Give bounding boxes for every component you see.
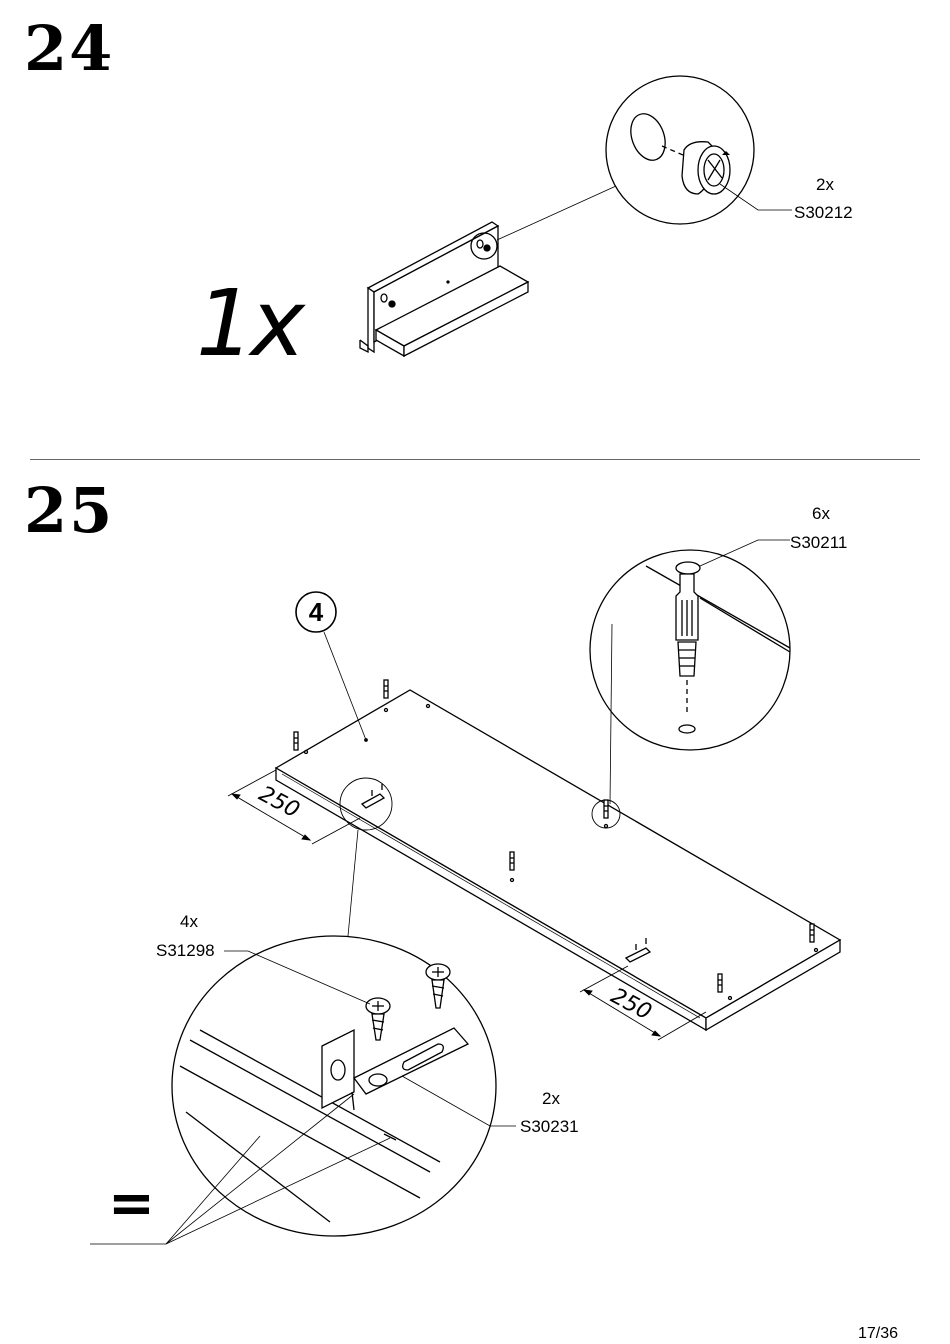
screw-count: 4x bbox=[180, 912, 198, 931]
step-24-number: 24 bbox=[24, 12, 115, 85]
dowel-count: 6x bbox=[812, 504, 830, 523]
bracket-icon bbox=[360, 784, 652, 963]
page-number: 17/36 bbox=[857, 1325, 898, 1342]
step-24-part-code: S30212 bbox=[794, 203, 853, 222]
step-divider bbox=[30, 459, 920, 460]
dimension-lines bbox=[227, 769, 707, 1041]
dowel-code: S30211 bbox=[790, 533, 848, 552]
step-25-number: 25 bbox=[24, 474, 115, 547]
dowel-detail-icon bbox=[645, 561, 791, 734]
bracket-detail bbox=[171, 935, 497, 1237]
board-drawing bbox=[274, 689, 842, 1032]
cam-lock-icon bbox=[605, 75, 755, 225]
part-marker-label: 4 bbox=[308, 597, 324, 627]
bracket-count: 2x bbox=[542, 1089, 560, 1108]
bracket-code: S30231 bbox=[520, 1117, 579, 1136]
shelf-unit-drawing bbox=[359, 221, 530, 358]
screw-icon bbox=[365, 963, 451, 1041]
dowel-icon bbox=[293, 679, 815, 993]
screw-code: S31298 bbox=[156, 941, 215, 960]
step-24-part-count: 2x bbox=[816, 175, 834, 194]
equals-symbol: = bbox=[108, 1171, 155, 1236]
step-24-quantity: 1x bbox=[196, 270, 305, 377]
part-marker-circle bbox=[295, 591, 337, 633]
